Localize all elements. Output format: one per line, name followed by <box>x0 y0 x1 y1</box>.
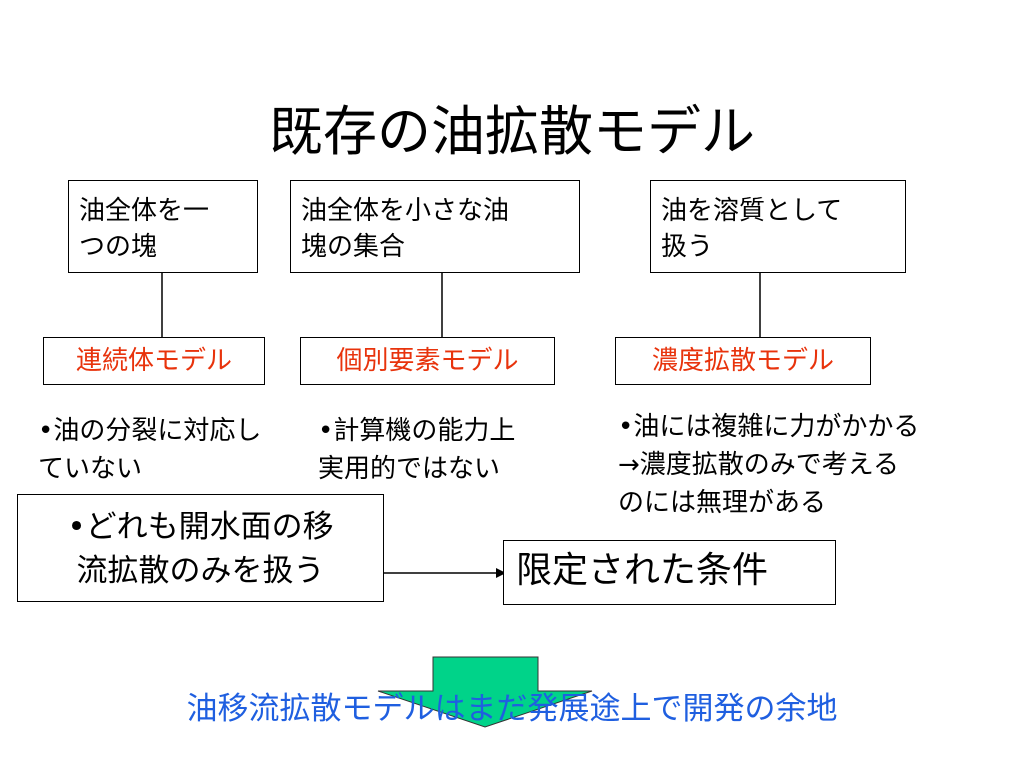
approach-box-3-line-1: 油を溶質として <box>661 196 843 226</box>
note-1-line-2: ていない <box>38 454 143 484</box>
model-box-2: 個別要素モデル <box>300 337 555 385</box>
slide-title: 既存の油拡散モデル <box>269 100 755 163</box>
conclusion-text: 油移流拡散モデルはまだ発展途上で開発の余地 <box>186 691 838 727</box>
note-3: •油には複雑に力がかかる →濃度拡散のみで考える のには無理がある <box>618 408 919 522</box>
model-box-1: 連続体モデル <box>43 337 265 385</box>
model-box-3: 濃度拡散モデル <box>615 337 871 385</box>
approach-box-1-line-1: 油全体を一 <box>79 196 210 226</box>
approach-box-1-line-2: つの塊 <box>79 232 158 262</box>
summary-box-line-2: 流拡散のみを扱う <box>76 553 325 589</box>
down-arrow-icon <box>377 656 593 728</box>
note-2-line-1: •計算機の能力上 <box>318 416 516 446</box>
note-2-line-2: 実用的ではない <box>318 454 501 484</box>
note-2: •計算機の能力上 実用的ではない <box>318 412 515 488</box>
summary-box-line-1: •どれも開水面の移 <box>67 509 334 545</box>
approach-box-1: 油全体を一 つの塊 <box>68 180 258 273</box>
approach-box-2-line-1: 油全体を小さな油 <box>301 196 510 226</box>
note-3-line-2: →濃度拡散のみで考える <box>618 450 900 480</box>
note-1: •油の分裂に対応し ていない <box>38 412 261 488</box>
summary-box: •どれも開水面の移 流拡散のみを扱う <box>17 494 384 602</box>
note-3-line-3: のには無理がある <box>618 488 827 518</box>
note-3-line-1: •油には複雑に力がかかる <box>618 412 920 442</box>
approach-box-2-line-2: 塊の集合 <box>301 232 406 262</box>
summary-to-result-arrowhead <box>496 568 506 578</box>
result-box: 限定された条件 <box>503 540 836 605</box>
approach-box-3: 油を溶質として 扱う <box>650 180 906 273</box>
approach-box-3-line-2: 扱う <box>661 232 714 262</box>
approach-box-2: 油全体を小さな油 塊の集合 <box>290 180 580 273</box>
note-1-line-1: •油の分裂に対応し <box>38 416 262 446</box>
